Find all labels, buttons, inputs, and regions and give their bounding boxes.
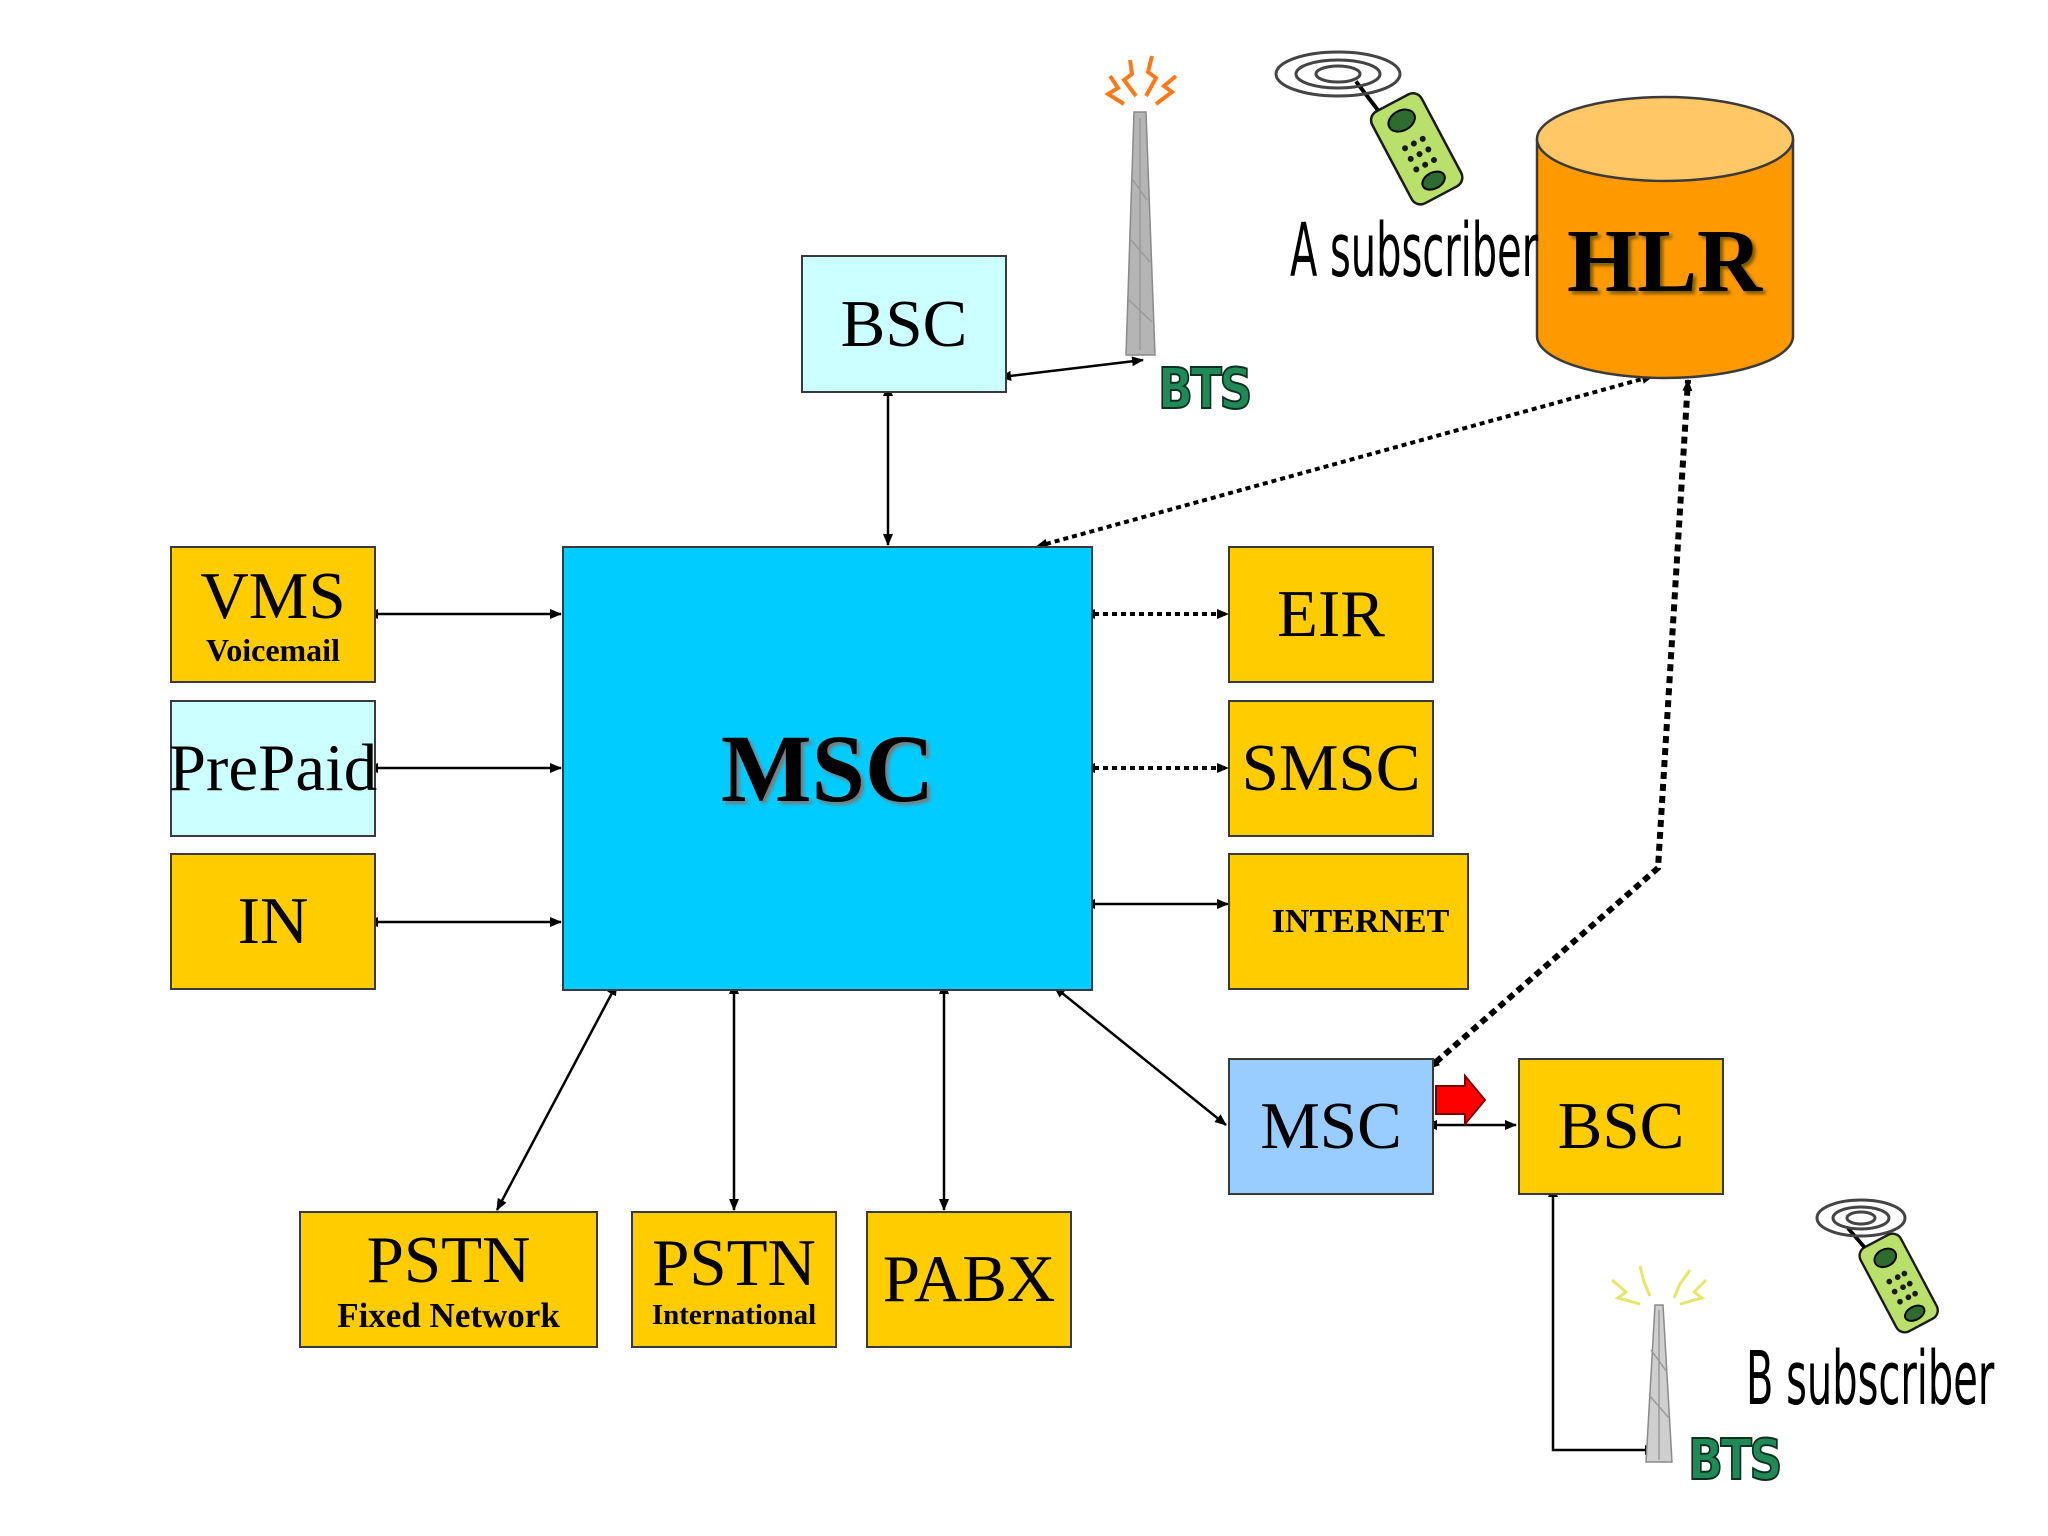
pstn-fixed-node[interactable]: PSTN Fixed Network (299, 1211, 598, 1348)
msc-remote-node[interactable]: MSC (1228, 1058, 1434, 1195)
smsc-node[interactable]: SMSC (1228, 700, 1434, 837)
antenna-tower-icon (1611, 1265, 1708, 1463)
link-msc-remote-msc (1053, 986, 1227, 1126)
handover-arrow-icon (1435, 1073, 1487, 1127)
b-subscriber-label: B subscriber (1746, 1336, 1995, 1422)
a-subscriber-label: A subscriber (1290, 208, 1539, 294)
bsc-top-label: BSC (840, 286, 968, 361)
in-node[interactable]: IN (170, 853, 376, 990)
hlr-label: HLR (1567, 212, 1763, 311)
in-label: IN (237, 884, 309, 958)
eir-node[interactable]: EIR (1228, 546, 1434, 683)
vms-node[interactable]: VMS Voicemail (170, 546, 376, 683)
internet-node[interactable]: INTERNET (1228, 853, 1469, 990)
database-cylinder-icon (1535, 95, 1795, 380)
antenna-tower-icon (1104, 55, 1178, 356)
bsc-remote-node[interactable]: BSC (1518, 1058, 1724, 1195)
smsc-label: SMSC (1241, 731, 1421, 805)
vms-label: VMS (200, 559, 346, 633)
bsc-top-node[interactable]: BSC (801, 255, 1007, 393)
signal-waves-icon (1815, 1198, 1907, 1238)
link-bsc-bts-top (999, 356, 1144, 381)
prepaid-label: PrePaid (168, 731, 378, 805)
pstn-intl-node[interactable]: PSTN International (631, 1211, 837, 1348)
pstn-intl-label: PSTN (652, 1225, 816, 1300)
mobile-phone-icon (1354, 80, 1464, 206)
bts-top-label: BTS (1157, 356, 1253, 423)
internet-label: INTERNET (1271, 902, 1450, 940)
msc-remote-label: MSC (1260, 1089, 1402, 1163)
pabx-node[interactable]: PABX (866, 1211, 1072, 1348)
link-msc-hlr (1035, 374, 1654, 549)
link-remote-msc-hlr (1427, 379, 1693, 1070)
pstn-fixed-sublabel: Fixed Network (337, 1295, 560, 1335)
mobile-phone-icon (1846, 1226, 1939, 1334)
bsc-remote-label: BSC (1557, 1089, 1685, 1163)
msc-main-label: MSC (720, 714, 935, 822)
msc-main-node[interactable]: MSC (562, 546, 1093, 991)
eir-label: EIR (1277, 577, 1385, 651)
pabx-label: PABX (882, 1242, 1056, 1316)
signal-waves-icon (1274, 50, 1402, 98)
pstn-intl-sublabel: International (651, 1298, 817, 1331)
prepaid-node[interactable]: PrePaid (168, 700, 378, 837)
vms-sublabel: Voicemail (206, 632, 340, 668)
pstn-fixed-label: PSTN (366, 1222, 531, 1297)
link-msc-pstn-fixed (495, 983, 618, 1211)
bts-bottom-label: BTS (1687, 1427, 1783, 1494)
link-remote-bsc-bts (1548, 1185, 1657, 1455)
